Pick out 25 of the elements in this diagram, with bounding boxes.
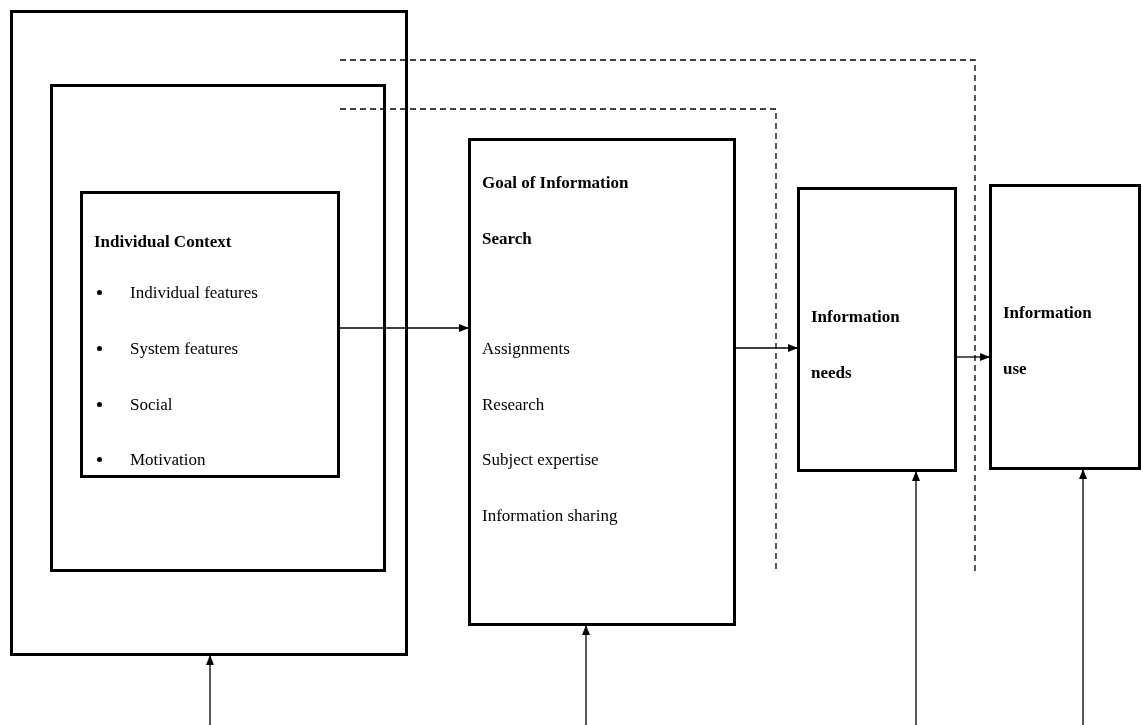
process-box [797, 187, 957, 472]
arrow [339, 324, 469, 332]
arrow [1079, 469, 1087, 725]
context-box [50, 84, 386, 572]
arrow [206, 655, 214, 725]
arrow [735, 344, 798, 352]
bullet-item: Social [130, 394, 173, 416]
list-item: Information sharing [482, 505, 618, 527]
bullet-item: System features [130, 338, 239, 360]
arrow [582, 625, 590, 725]
bullet-item: Individual features [130, 282, 258, 304]
list-item: Research [482, 394, 545, 416]
process-box [468, 138, 736, 626]
list-item: Assignments [482, 338, 570, 360]
list-item: Subject expertise [482, 449, 599, 471]
process-box [80, 191, 340, 478]
arrow [956, 353, 990, 361]
box-heading: Information needs [811, 306, 901, 384]
box-heading: Individual Context [94, 231, 233, 253]
context-box [10, 10, 408, 656]
box-heading: Information use [1003, 302, 1093, 380]
process-box [989, 184, 1141, 470]
bullet-item: Motivation [130, 449, 206, 471]
box-heading: Goal of Information Search [482, 172, 630, 250]
arrow [912, 471, 920, 725]
